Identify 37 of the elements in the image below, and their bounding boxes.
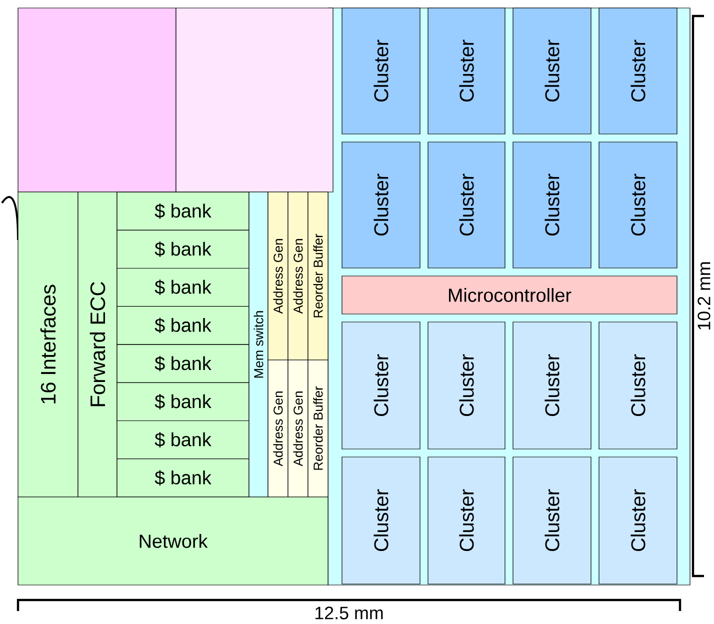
cluster-block: Cluster [598,142,678,268]
cluster-block: Cluster [342,8,420,134]
microcontroller-block: Microcontroller [342,276,678,314]
cluster-block: Cluster [428,8,506,134]
cluster-block: Cluster [342,456,420,584]
cluster-block: Cluster [428,456,506,584]
switch-block: Mem switch [248,192,268,498]
processor-block [18,8,176,192]
cache-bank-block: $ bank [116,382,250,422]
cache-bank-block: $ bank [116,344,250,383]
cache-bank-block: $ bank [116,458,250,498]
address-block: Address Gen [288,360,308,498]
cache-bank-block: $ bank [116,268,250,307]
address-block: Reorder Buffer [308,360,328,498]
cluster-block: Cluster [598,456,678,584]
cluster-block: Cluster [428,322,506,450]
cache-bank-block: $ bank [116,192,250,230]
interface-block: 16 Interfaces [18,192,78,498]
cache-bank-block: $ bank [116,230,250,269]
cluster-block: Cluster [598,8,678,134]
address-block: Address Gen [288,192,308,360]
cluster-block: Cluster [512,142,592,268]
cluster-block: Cluster [512,456,592,584]
processor-block [176,8,334,192]
cache-bank-block: $ bank [116,420,250,460]
cluster-block: Cluster [342,142,420,268]
dimension-label: 10.2 mm [698,262,710,330]
cache-bank-block: $ bank [116,306,250,345]
cluster-block: Cluster [428,142,506,268]
cluster-block: Cluster [598,322,678,450]
address-block: Address Gen [268,360,288,498]
cluster-block: Cluster [342,322,420,450]
address-block: Reorder Buffer [308,192,328,360]
cluster-block: Cluster [512,8,592,134]
address-block: Address Gen [268,192,288,360]
dimension-label: 12.5 mm [315,606,383,620]
cluster-block: Cluster [512,322,592,450]
